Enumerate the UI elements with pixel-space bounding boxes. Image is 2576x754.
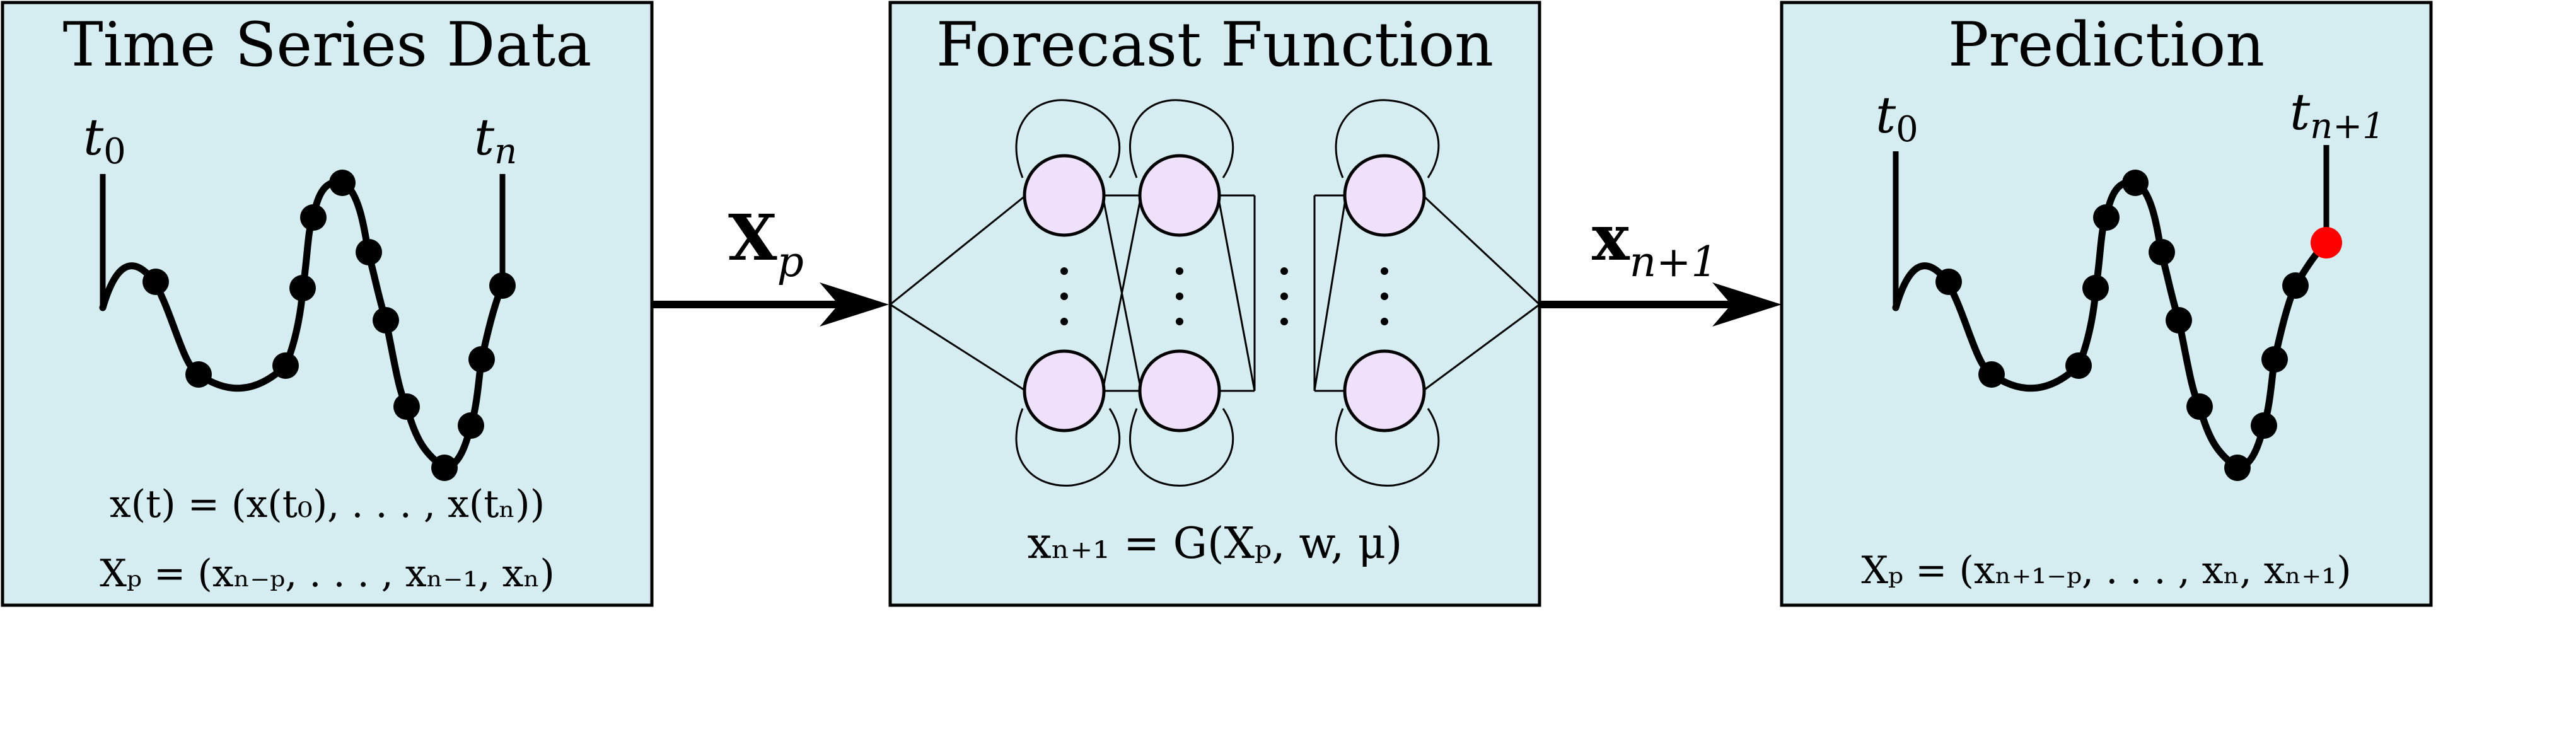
panel-prediction-box (1780, 1, 2433, 607)
vertical-dots-icon (1060, 267, 1388, 325)
panel-prediction-title: Prediction (1948, 9, 2265, 80)
data-point (2149, 239, 2175, 265)
data-point (431, 455, 458, 481)
data-point (2122, 170, 2149, 196)
data-point (458, 412, 484, 439)
prediction-points (1935, 170, 2309, 481)
data-point (1935, 269, 1962, 295)
panel-prediction: Prediction t0 tn+1 Xₚ = (xₙ₊₁₋ₚ, . . . (1780, 1, 2433, 607)
data-point (272, 352, 299, 379)
input-arrow-label: Xp (728, 200, 804, 286)
panel-time-series-box (1, 1, 654, 607)
data-point (329, 170, 356, 196)
neuron-icon (1138, 349, 1221, 432)
window-equation: Xₚ = (xₙ₋ₚ, . . . , xₙ₋₁, xₙ) (100, 552, 555, 596)
panel-forecast-title: Forecast Function (936, 9, 1494, 80)
neuron-icon (1138, 154, 1221, 237)
input-arrow: Xp (652, 200, 889, 327)
neuron-icon (1023, 349, 1106, 432)
data-point (300, 204, 327, 231)
tn1-label: tn+1 (2290, 83, 2385, 147)
data-point (289, 275, 316, 301)
panel-forecast: Forecast Function (888, 1, 1541, 607)
panel-forecast-box (888, 1, 1541, 607)
data-point (1978, 361, 2005, 388)
data-point (356, 239, 382, 265)
data-point (2261, 346, 2288, 373)
data-point (2251, 412, 2277, 439)
data-point (393, 393, 420, 420)
network-connections (890, 194, 1541, 392)
panel-time-series: Time Series Data t0 tn x(t) = (1, 1, 654, 607)
output-arrow: xn+1 (1540, 200, 1782, 327)
neuron-icon (1023, 154, 1106, 237)
data-point (373, 307, 399, 334)
output-arrow-label: xn+1 (1592, 200, 1717, 286)
t0-label: t0 (1876, 86, 1918, 150)
data-point (2186, 393, 2213, 420)
network-neurons (1023, 154, 1426, 432)
recurrent-loops (1015, 99, 1440, 487)
time-series-equation: x(t) = (x(t₀), . . . , x(tₙ)) (110, 482, 545, 526)
data-point (2282, 272, 2309, 299)
data-point (2166, 307, 2192, 334)
forecast-equation: xₙ₊₁ = G(Xₚ, w, μ) (1028, 519, 1403, 569)
predicted-point (2311, 227, 2342, 258)
neuron-icon (1343, 349, 1426, 432)
prediction-equation: Xₚ = (xₙ₊₁₋ₚ, . . . , xₙ, xₙ₊₁) (1861, 548, 2351, 593)
data-point (2082, 275, 2109, 301)
t0-label: t0 (83, 108, 126, 172)
data-point (489, 272, 516, 299)
neuron-icon (1343, 154, 1426, 237)
data-point (142, 269, 169, 295)
tn-label: tn (474, 108, 517, 172)
time-series-points (142, 170, 516, 481)
data-point (185, 361, 212, 388)
data-point (2065, 352, 2092, 379)
data-point (2093, 204, 2120, 231)
right-arrow-icon (820, 282, 889, 327)
panel-time-series-title: Time Series Data (63, 9, 592, 80)
right-arrow-icon (1712, 282, 1782, 327)
data-point (468, 346, 495, 373)
data-point (2224, 455, 2251, 481)
